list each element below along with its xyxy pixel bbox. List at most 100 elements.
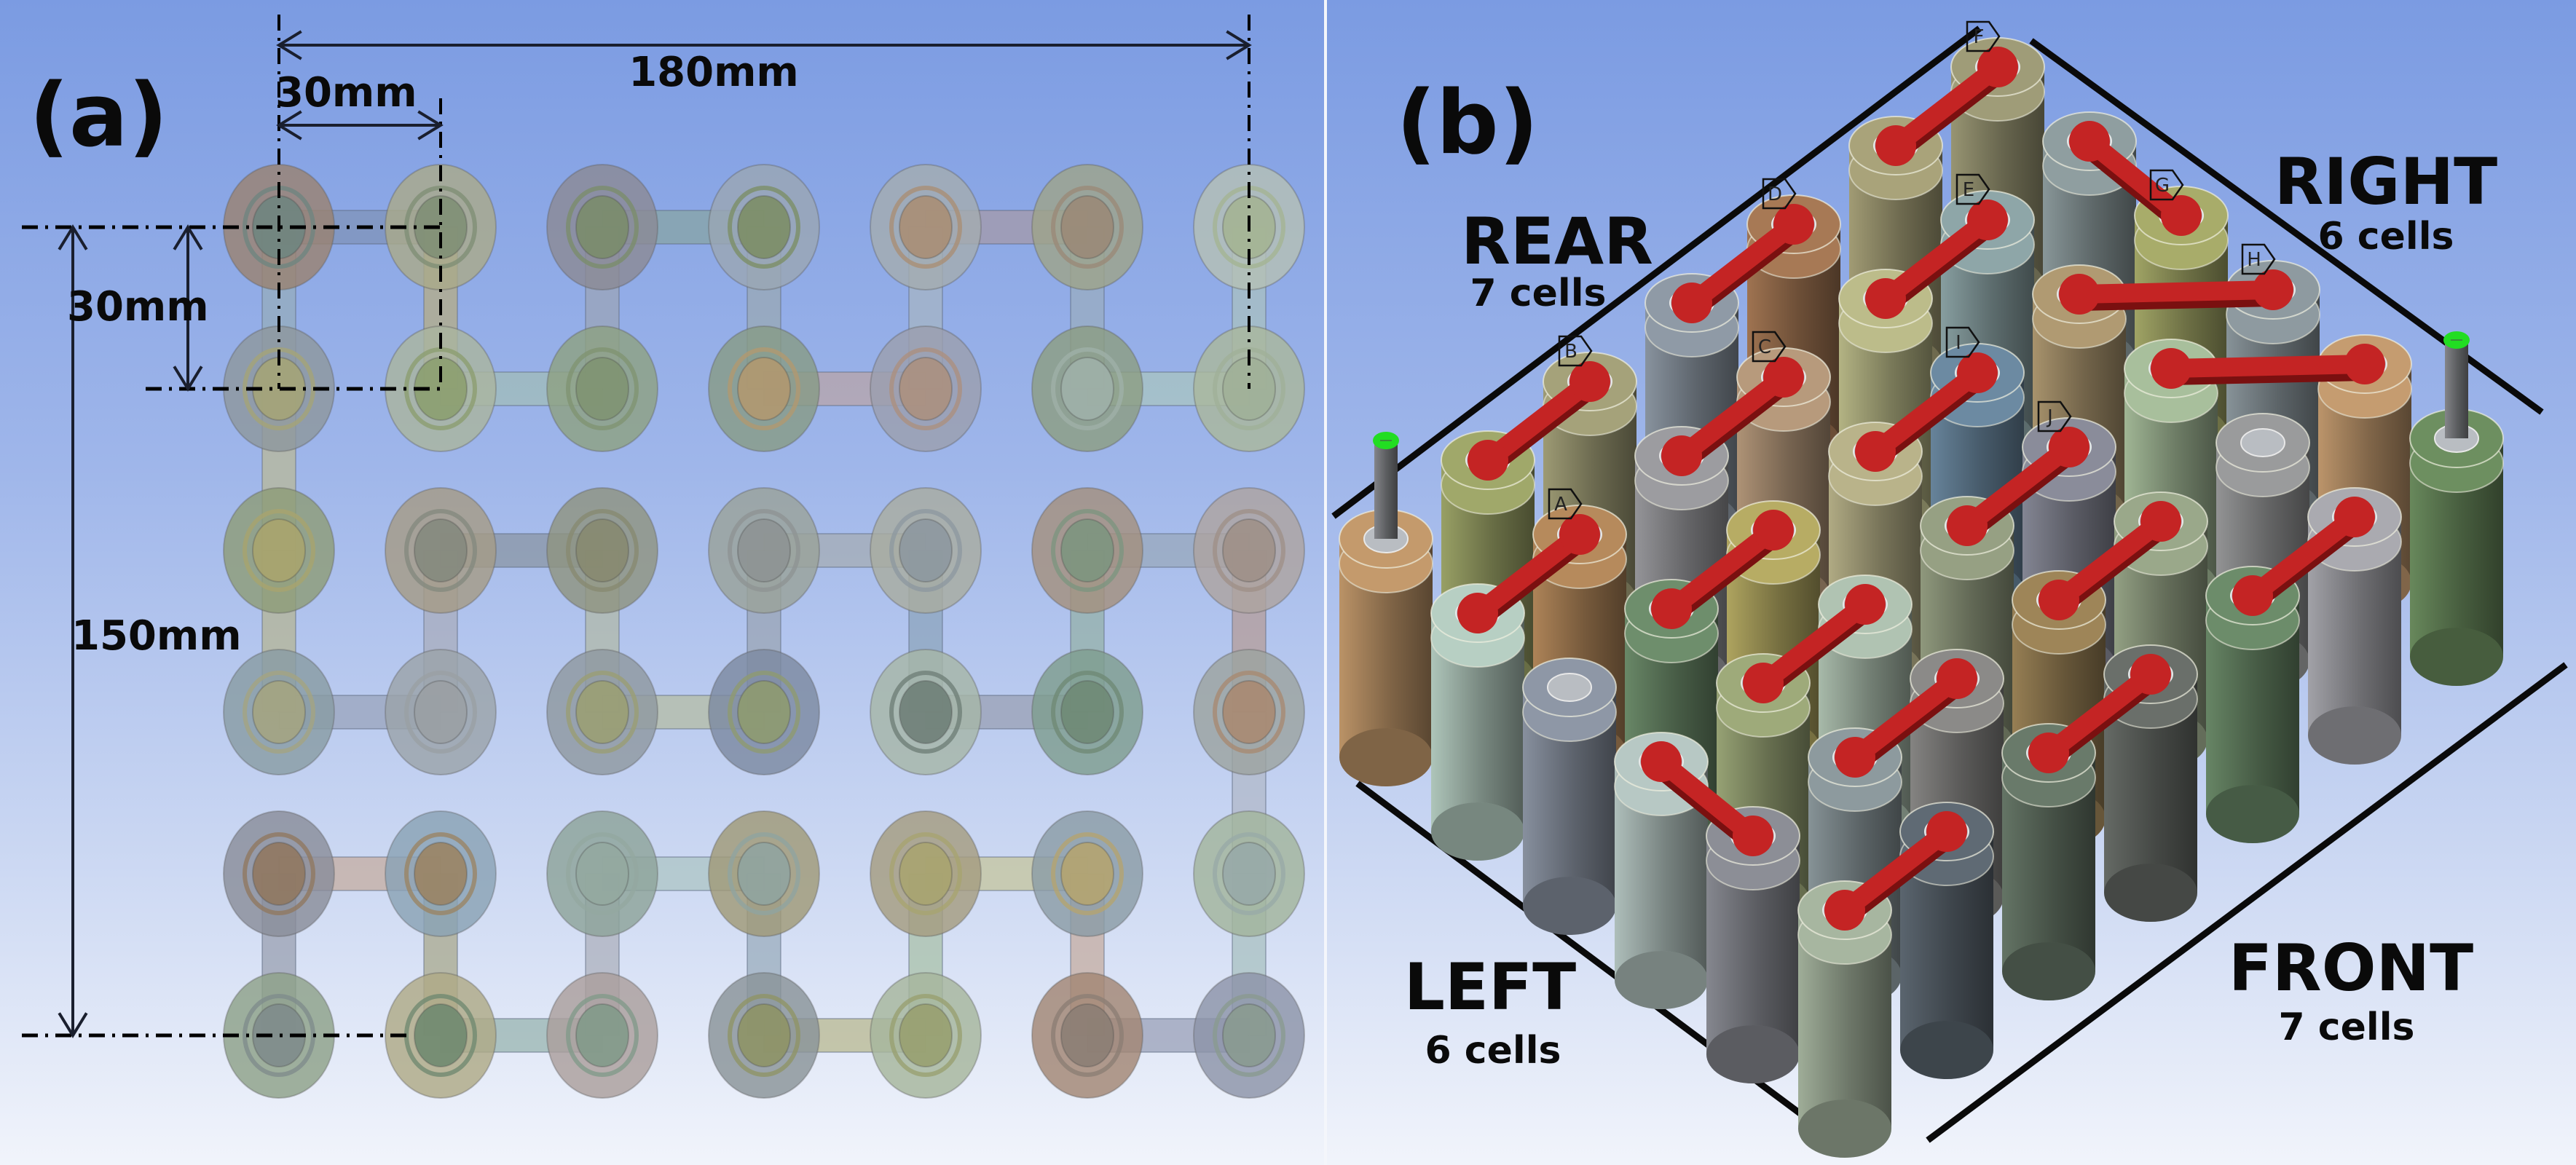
- battery-cell: [708, 487, 820, 614]
- busbar-pad: [2059, 274, 2100, 315]
- tag-letter: J: [2046, 406, 2053, 428]
- cell-terminal: [575, 680, 629, 744]
- arrowhead-icon: [58, 1012, 88, 1038]
- cell-terminal: [1222, 1003, 1276, 1067]
- tag-letter: C: [1758, 336, 1771, 358]
- battery-cell: [870, 325, 982, 452]
- battery-cell: [385, 487, 497, 614]
- cell-terminal: [1222, 518, 1276, 582]
- cell-bottom-shade: [1900, 1021, 1993, 1079]
- rear-side-title: REAR: [1461, 204, 1653, 279]
- busbar-tag-label: B: [1558, 335, 1593, 367]
- busbar-pad: [1845, 584, 1886, 625]
- pack-terminal-post: [2443, 331, 2470, 438]
- cell-inner-ring: [404, 832, 477, 915]
- cell-terminal: [1222, 680, 1276, 744]
- cell-bottom: [2104, 864, 2197, 922]
- dimension-30mm-vertical: [173, 224, 203, 392]
- busbar-pad: [1937, 658, 1977, 699]
- busbar-strip: [1846, 669, 1966, 767]
- cell-inner-ring: [1051, 347, 1124, 430]
- battery-cell: [1031, 164, 1143, 291]
- tag-letter: A: [1554, 494, 1567, 516]
- battery-cell-3d: [1339, 432, 1433, 786]
- busbar-pad: [1468, 440, 1508, 481]
- cell-bottom: [2410, 628, 2503, 686]
- tag-outline: [2149, 169, 2184, 201]
- cell-bottom-shade: [2104, 864, 2197, 922]
- battery-cell: [223, 649, 335, 775]
- busbar-strip: [1754, 595, 1875, 692]
- arrowhead-icon: [58, 224, 88, 250]
- cell-bottom: [1798, 1099, 1891, 1158]
- busbar: [2232, 497, 2375, 616]
- busbar-pad: [2049, 427, 2089, 467]
- cell-terminal: [899, 1003, 953, 1067]
- busbar: I: [1855, 326, 1998, 472]
- busbar-tag-label: H: [2241, 243, 2276, 275]
- cell-bottom-shade: [1706, 1025, 1800, 1083]
- cell-inner-ring: [728, 994, 800, 1077]
- cell-inner-ring: [889, 832, 962, 915]
- cell-bottom-shade: [1523, 877, 1616, 935]
- battery-cell-3d: [2307, 487, 2402, 765]
- busbar-pad: [1773, 204, 1814, 245]
- busbar-pad: [1926, 811, 1967, 852]
- tag-outline: [1762, 178, 1797, 210]
- busbar-tag-label: D: [1762, 178, 1797, 210]
- busbar-pad: [1967, 200, 2008, 240]
- cell-inner-ring: [566, 994, 639, 1077]
- cell-bottom: [1706, 1025, 1800, 1083]
- cell-bottom-shade: [2206, 785, 2299, 843]
- busbar: [2039, 501, 2181, 620]
- cell-terminal: [1060, 195, 1114, 259]
- busbar: C: [1661, 331, 1804, 476]
- cell-bottom: [2308, 706, 2401, 765]
- busbar-tag-label: F: [1966, 20, 2001, 52]
- cell-bottom-shade: [1615, 951, 1708, 1009]
- busbar-pad: [1835, 737, 1875, 778]
- battery-cell: [385, 649, 497, 775]
- cell-bottom-shade: [1431, 802, 1524, 861]
- battery-cell: [1031, 487, 1143, 614]
- cell-inner-ring: [728, 186, 800, 269]
- busbar-tag-label: I: [1945, 326, 1980, 358]
- cell-inner-ring: [243, 671, 315, 754]
- tag-letter: I: [1955, 332, 1961, 354]
- battery-cell: [546, 487, 658, 614]
- cell-inner-ring: [728, 347, 800, 430]
- cell-terminal: [737, 1003, 791, 1067]
- cell-terminal: [737, 518, 791, 582]
- busbar: [2151, 344, 2385, 389]
- cell-inner-ring: [728, 509, 800, 592]
- arrowhead-icon: [173, 224, 203, 250]
- tag-outline: [1558, 335, 1593, 367]
- cell-bottom: [1523, 877, 1616, 935]
- right-side-count: 6 cells: [2318, 215, 2454, 258]
- cell-bottom: [2206, 785, 2299, 843]
- busbar: F: [1875, 20, 2018, 166]
- battery-cell: [870, 164, 982, 291]
- tag-outline: [1548, 488, 1583, 520]
- cell-terminal: [899, 195, 953, 259]
- busbar-strip: [2049, 512, 2170, 609]
- busbar: D: [1671, 178, 1814, 323]
- battery-cell-3d: [2205, 566, 2300, 843]
- busbar-tag-label: G: [2149, 169, 2184, 201]
- cell-inner-ring: [889, 186, 962, 269]
- cell-inner-ring: [728, 671, 800, 754]
- tag-outline: [1966, 20, 2001, 52]
- cell-bottom: [1339, 728, 1433, 786]
- cell-inner-ring: [1051, 671, 1124, 754]
- busbar-pad: [1977, 47, 2018, 87]
- busbar-pad: [2232, 575, 2273, 616]
- cell-terminal: [575, 357, 629, 421]
- busbar-pad: [1457, 593, 1498, 633]
- cell-inner-ring: [889, 509, 962, 592]
- cell-inner-ring: [566, 347, 639, 430]
- cell-inner-ring: [1213, 994, 1285, 1077]
- busbar-pad: [1569, 361, 1610, 402]
- cell-inner-ring: [1213, 509, 1285, 592]
- busbar: [2028, 654, 2171, 773]
